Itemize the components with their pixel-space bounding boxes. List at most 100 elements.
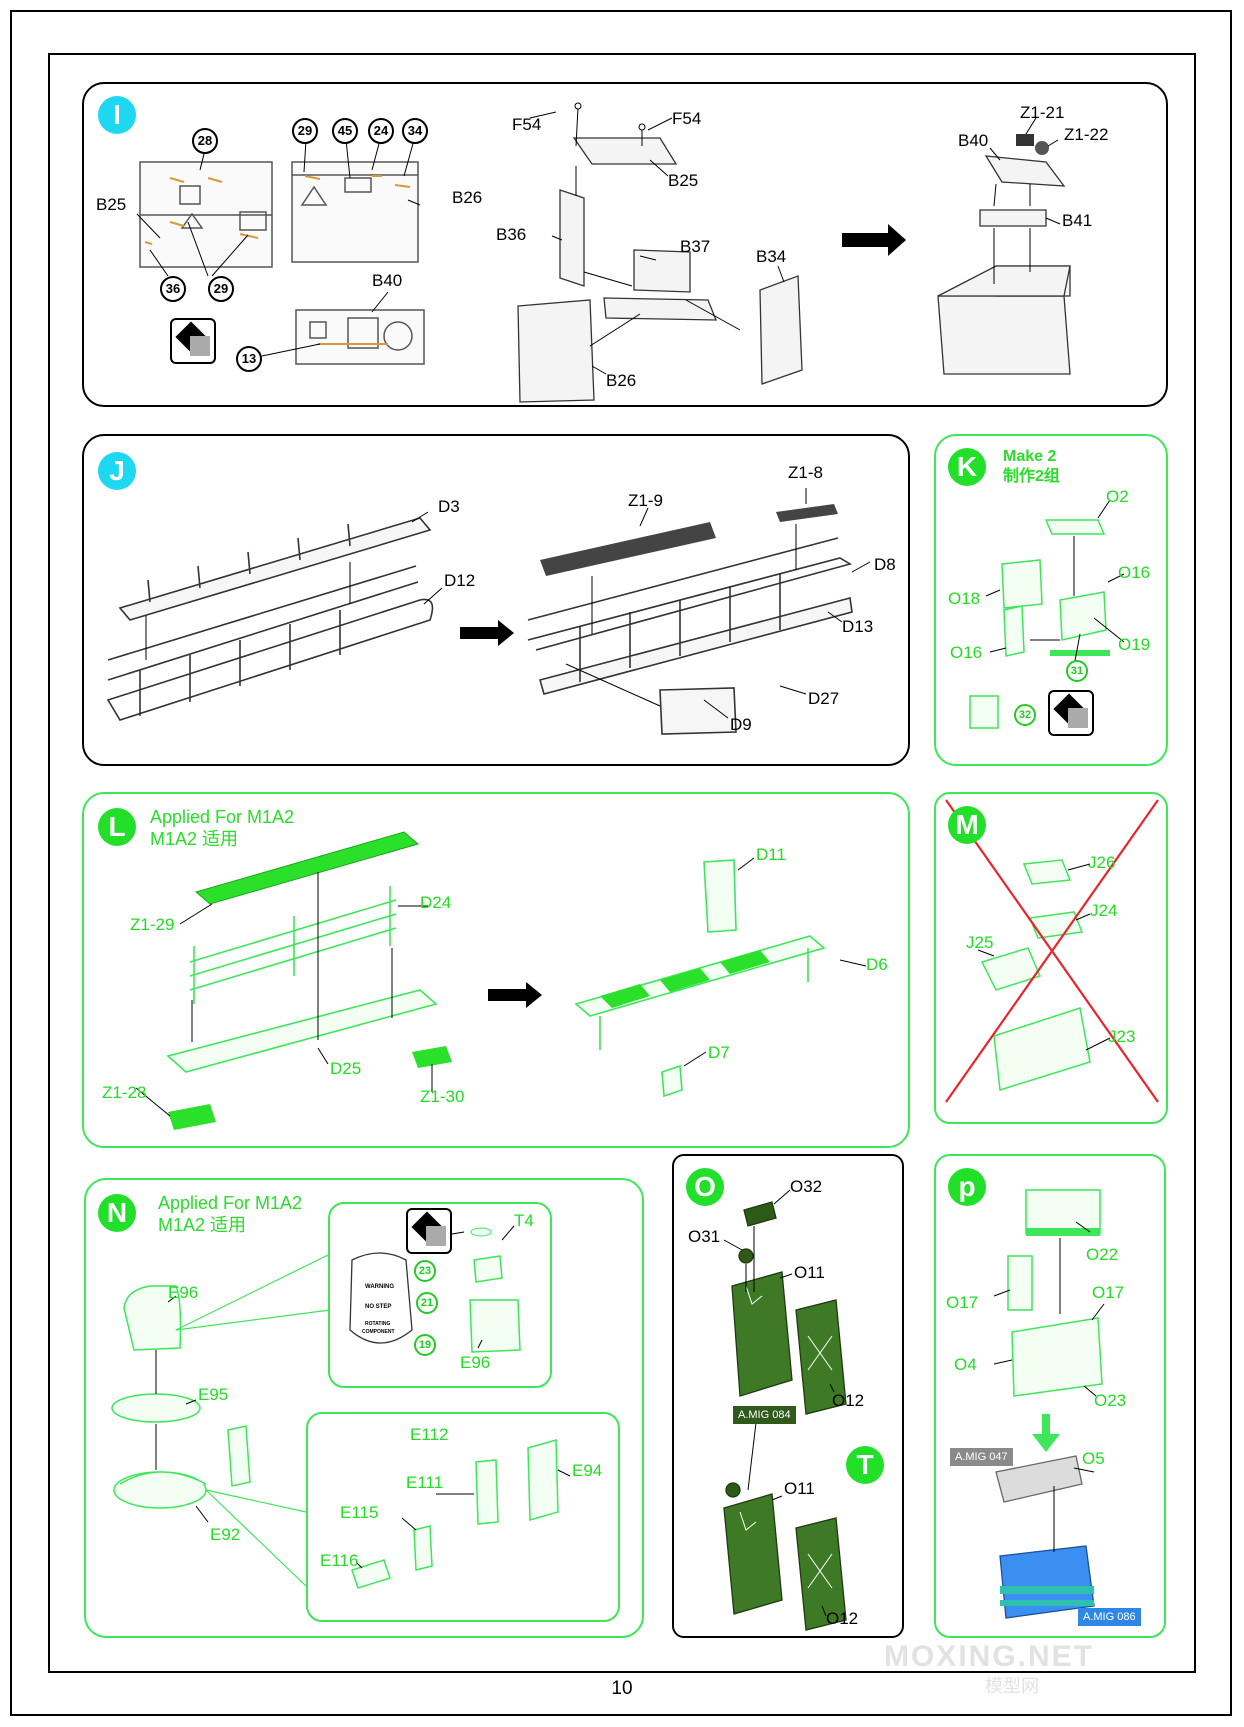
- paint-tag-mig-086: A.MIG 086: [1078, 1608, 1141, 1626]
- label-o17: O17: [946, 1293, 979, 1312]
- decal-34: 34: [402, 118, 428, 144]
- decal-32: 32: [1014, 704, 1036, 726]
- step-m-badge: M: [948, 806, 986, 844]
- label-e95: E95: [198, 1385, 229, 1404]
- label-z1-28: Z1-28: [102, 1083, 147, 1102]
- label-o4: O4: [954, 1355, 977, 1374]
- step-i-assembly: [517, 137, 803, 403]
- step-o-art: [723, 1201, 847, 1631]
- label-o12: O12: [832, 1391, 865, 1410]
- label-b26-b: B26: [606, 371, 637, 390]
- label-b40: B40: [372, 271, 403, 290]
- label-o11: O11: [794, 1263, 825, 1282]
- paint-tag-mig-084: A.MIG 084: [733, 1406, 796, 1424]
- decal-21: 21: [416, 1292, 438, 1314]
- step-i-decal-plate-b25: [139, 161, 273, 268]
- decal-sheet-icon-n: [406, 1208, 452, 1254]
- step-t-badge: T: [846, 1446, 884, 1484]
- step-j-flow-arrow: [460, 620, 514, 646]
- label-z1-9: Z1-9: [628, 491, 663, 510]
- label-t4: T4: [514, 1211, 534, 1230]
- step-k-badge: K: [948, 448, 986, 486]
- label-z1-21: Z1-21: [1020, 103, 1065, 122]
- step-o-panel: [672, 1154, 904, 1638]
- step-k-note-en: Make 2: [1003, 448, 1057, 465]
- step-l-panel: [82, 792, 910, 1148]
- label-z1-30: Z1-30: [420, 1087, 465, 1106]
- label-b36: B36: [496, 225, 527, 244]
- label-j24: J24: [1090, 901, 1118, 920]
- label-z1-22: Z1-22: [1064, 125, 1109, 144]
- label-d3: D3: [438, 497, 460, 516]
- label-b41: B41: [1062, 211, 1093, 230]
- paint-tag-mig-047: A.MIG 047: [950, 1448, 1013, 1466]
- decal-19: 19: [414, 1334, 436, 1356]
- decal-sheet-icon: [170, 318, 216, 364]
- watermark-sub: 模型网: [985, 1676, 1039, 1696]
- step-i-badge: I: [98, 96, 136, 134]
- label-d9: D9: [730, 715, 752, 734]
- label-o32: O32: [790, 1177, 823, 1196]
- page-number: 10: [611, 1678, 633, 1699]
- label-o23: O23: [1094, 1391, 1127, 1410]
- decal-45: 45: [332, 118, 358, 144]
- inner-frame: [48, 53, 1196, 1673]
- decal-31: 31: [1066, 660, 1088, 682]
- step-n-detail-bottom: [306, 1412, 620, 1622]
- step-k-art: [969, 519, 1107, 729]
- step-l-flow-arrow: [488, 982, 542, 1008]
- label-o11-b: O11: [784, 1479, 815, 1498]
- label-o18: O18: [948, 589, 981, 608]
- label-o22: O22: [1086, 1245, 1119, 1264]
- step-j-art: [106, 517, 853, 735]
- step-m-art: [980, 859, 1091, 1091]
- label-b25-b: B25: [668, 171, 699, 190]
- label-j26: J26: [1088, 853, 1116, 872]
- step-n-note-cn: M1A2 适用: [158, 1215, 247, 1235]
- label-e116: E116: [320, 1551, 359, 1570]
- label-o31: O31: [688, 1227, 721, 1246]
- label-z1-29: Z1-29: [130, 915, 175, 934]
- step-l-badge: L: [98, 808, 136, 846]
- label-d24: D24: [420, 893, 452, 912]
- label-e115: E115: [340, 1503, 379, 1522]
- label-d8: D8: [874, 555, 896, 574]
- label-o2: O2: [1106, 487, 1129, 506]
- step-m-red-cross-b: [945, 799, 1159, 1103]
- step-p-art: [1007, 1189, 1103, 1397]
- label-o16-b: O16: [950, 643, 983, 662]
- label-e111: E111: [406, 1473, 444, 1492]
- label-b37: B37: [680, 237, 711, 256]
- decal-text-warning: WARNING: [365, 1284, 394, 1290]
- decal-text-component: COMPONENT: [362, 1329, 395, 1335]
- label-d7: D7: [708, 1043, 730, 1062]
- step-n-panel: [84, 1178, 644, 1638]
- label-b40-b: B40: [958, 131, 989, 150]
- step-j-badge: J: [98, 452, 136, 490]
- label-d27: D27: [808, 689, 840, 708]
- label-j25: J25: [966, 933, 994, 952]
- step-p-panel: [934, 1154, 1166, 1638]
- label-d12: D12: [444, 571, 476, 590]
- label-z1-8: Z1-8: [788, 463, 823, 482]
- step-p-blue-box: [999, 1545, 1095, 1619]
- label-o16: O16: [1118, 563, 1151, 582]
- watermark: MOXING.NET: [883, 1640, 1094, 1673]
- step-i-flow-arrow: [842, 224, 906, 256]
- label-o17-b: O17: [1092, 1283, 1125, 1302]
- step-i-panel: [82, 82, 1168, 407]
- label-o12-b: O12: [826, 1609, 859, 1628]
- label-o19: O19: [1118, 635, 1151, 654]
- label-j23: J23: [1108, 1027, 1136, 1046]
- decal-text-no-step: NO STEP: [365, 1304, 392, 1310]
- decal-29-b: 29: [208, 276, 234, 302]
- step-n-badge: N: [98, 1194, 136, 1232]
- label-b26: B26: [452, 188, 483, 207]
- label-d6: D6: [866, 955, 888, 974]
- label-e112: E112: [410, 1425, 449, 1444]
- decal-36: 36: [160, 276, 186, 302]
- step-o-badge: O: [686, 1168, 724, 1206]
- label-o5: O5: [1082, 1449, 1105, 1468]
- decal-13: 13: [236, 346, 262, 372]
